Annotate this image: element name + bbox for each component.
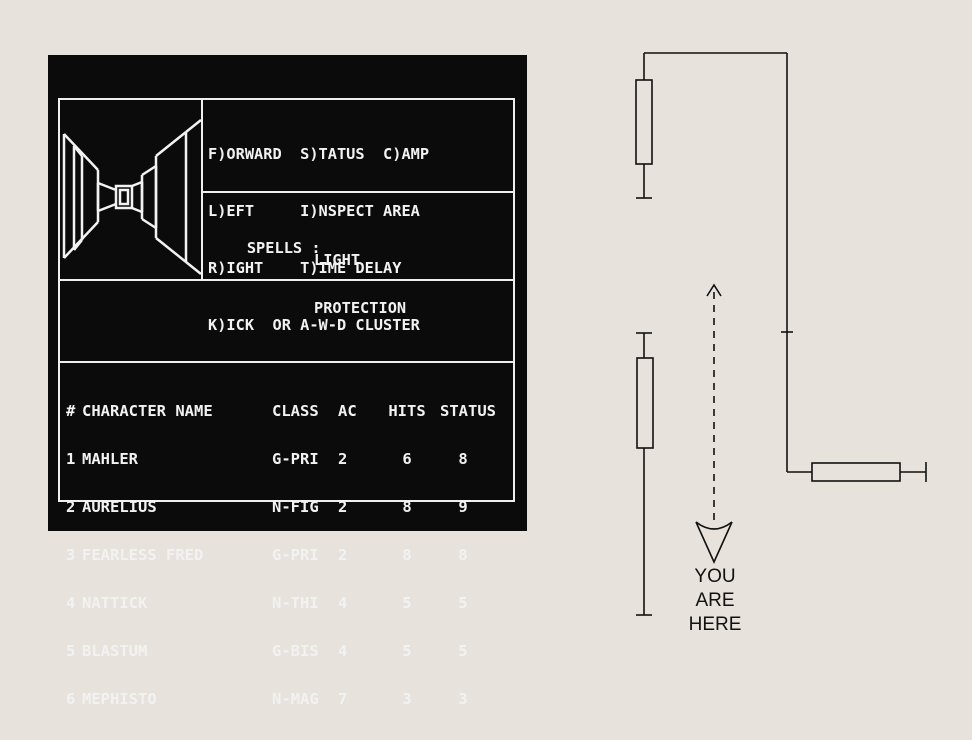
- row-hits: 5: [402, 642, 412, 660]
- wall-line: [141, 217, 157, 230]
- spell-item: LIGHT: [314, 251, 361, 269]
- viewer-cone-sides: [695, 521, 733, 564]
- row-num: 1: [66, 450, 76, 468]
- wall-line: [97, 181, 117, 192]
- game-screen: F)ORWARD S)TATUS C)AMP L)EFT I)NSPECT AR…: [48, 55, 527, 707]
- command-divider: [201, 191, 513, 193]
- row-ac: 2: [338, 546, 348, 564]
- row-num: 4: [66, 594, 76, 612]
- wall-line: [155, 237, 187, 263]
- header-class: CLASS: [272, 402, 319, 420]
- spells-label: SPELLS :: [246, 239, 321, 257]
- wall-line: [131, 206, 143, 214]
- row-class: G-PRI: [272, 450, 319, 468]
- far-opening: [118, 188, 130, 206]
- wall-line: [141, 164, 157, 177]
- door-symbol: [811, 462, 901, 482]
- roster-row[interactable]: 4 NATTICK N-THI 4 5 5: [66, 595, 486, 611]
- right-border: [513, 98, 515, 502]
- spell-item: PROTECTION: [314, 299, 407, 317]
- marker-line: ARE: [695, 590, 735, 611]
- door-frame-line: [73, 145, 83, 157]
- view-divider-vertical: [201, 98, 203, 280]
- spells-list: LIGHT PROTECTION: [314, 220, 406, 348]
- row-num: 6: [66, 690, 76, 708]
- marker-line: YOU: [694, 566, 736, 587]
- you-are-here-label: YOU ARE HERE: [674, 565, 756, 637]
- row-status: 5: [458, 594, 468, 612]
- roster-divider: [58, 361, 515, 363]
- roster-row[interactable]: 2 AURELIUS N-FIG 2 8 9: [66, 499, 486, 515]
- top-border: [58, 98, 515, 100]
- row-name: BLASTUM: [82, 642, 148, 660]
- wall-line: [131, 180, 143, 188]
- viewer-cone-arc: [695, 521, 733, 530]
- roster-row[interactable]: 6 MEPHISTO N-MAG 7 3 3: [66, 691, 486, 707]
- row-ac: 2: [338, 450, 348, 468]
- row-status: 8: [458, 450, 468, 468]
- row-class: N-MAG: [272, 690, 319, 708]
- marker-line: HERE: [688, 614, 742, 635]
- row-class: N-FIG: [272, 498, 319, 516]
- row-hits: 8: [402, 498, 412, 516]
- row-name: MAHLER: [82, 450, 138, 468]
- row-ac: 7: [338, 690, 348, 708]
- row-hits: 5: [402, 594, 412, 612]
- view-divider-horizontal: [58, 279, 515, 281]
- row-class: N-THI: [272, 594, 319, 612]
- far-wall: [114, 184, 134, 210]
- dungeon-view: [62, 119, 201, 275]
- wall-line: [97, 202, 117, 213]
- roster-row[interactable]: 1 MAHLER G-PRI 2 6 8: [66, 451, 486, 467]
- arrow-head: [706, 283, 722, 297]
- row-hits: 6: [402, 450, 412, 468]
- command-line-4[interactable]: K)ICK OR A-W-D CLUSTER: [208, 316, 420, 334]
- row-status: 8: [458, 546, 468, 564]
- row-hits: 3: [402, 690, 412, 708]
- wall-line: [63, 133, 99, 171]
- roster-row[interactable]: 5 BLASTUM G-BIS 4 5 5: [66, 643, 486, 659]
- spells-panel: SPELLS :: [210, 220, 321, 277]
- header-name: CHARACTER NAME: [82, 402, 213, 420]
- row-num: 5: [66, 642, 76, 660]
- door-symbol: [635, 79, 653, 165]
- row-ac: 2: [338, 498, 348, 516]
- row-class: G-PRI: [272, 546, 319, 564]
- header-status: STATUS: [440, 402, 496, 420]
- party-roster: # CHARACTER NAME CLASS AC HITS STATUS 1 …: [66, 371, 496, 739]
- roster-header: # CHARACTER NAME CLASS AC HITS STATUS: [66, 402, 496, 420]
- row-class: G-BIS: [272, 642, 319, 660]
- left-border: [58, 98, 60, 502]
- wall-line: [185, 261, 201, 275]
- bottom-border: [58, 500, 515, 502]
- header-ac: AC: [338, 402, 357, 420]
- wall-line: [185, 119, 201, 133]
- door-frame-line: [73, 239, 83, 251]
- row-status: 9: [458, 498, 468, 516]
- header-num: #: [66, 402, 76, 420]
- row-ac: 4: [338, 594, 348, 612]
- row-hits: 8: [402, 546, 412, 564]
- row-num: 2: [66, 498, 76, 516]
- wall-line: [155, 131, 187, 157]
- row-name: AURELIUS: [82, 498, 157, 516]
- header-hits: HITS: [388, 402, 426, 420]
- row-status: 5: [458, 642, 468, 660]
- row-name: MEPHISTO: [82, 690, 157, 708]
- roster-row[interactable]: 3 FEARLESS FRED G-PRI 2 8 8: [66, 547, 486, 563]
- command-line-2[interactable]: L)EFT I)NSPECT AREA: [208, 202, 420, 220]
- door-symbol: [636, 357, 654, 449]
- row-num: 3: [66, 546, 76, 564]
- command-line-1[interactable]: F)ORWARD S)TATUS C)AMP: [208, 145, 430, 163]
- command-menu: F)ORWARD S)TATUS C)AMP L)EFT I)NSPECT AR…: [208, 107, 429, 373]
- row-name: FEARLESS FRED: [82, 546, 204, 564]
- row-ac: 4: [338, 642, 348, 660]
- dungeon-map: [635, 52, 927, 616]
- row-name: NATTICK: [82, 594, 148, 612]
- command-line-3[interactable]: R)IGHT T)IME DELAY: [208, 259, 402, 277]
- row-status: 3: [458, 690, 468, 708]
